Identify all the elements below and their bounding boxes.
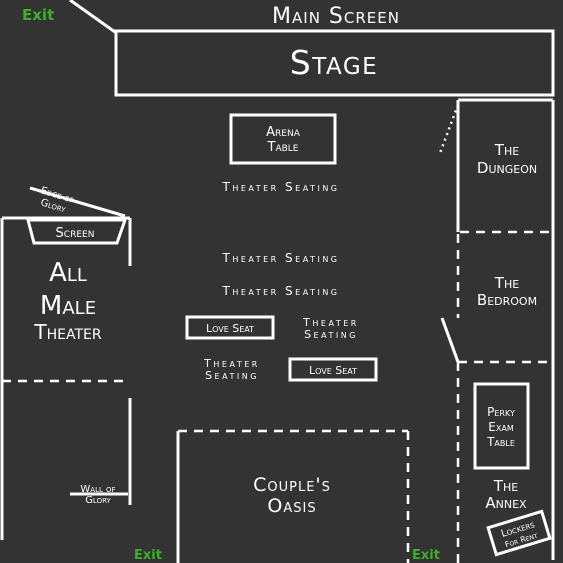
all-male-theater-line1: All	[49, 258, 87, 288]
theater-seating-row-3: Theater Seating	[221, 284, 339, 298]
perky-exam-table-line3: Table	[486, 435, 515, 449]
bedroom-line1: The	[494, 274, 519, 292]
edge-of-glory-wall	[29, 186, 126, 218]
couples-oasis-line2: Oasis	[267, 495, 316, 517]
theater-seating-stacked-left-line2: Seating	[205, 369, 259, 382]
dungeon-line2: Dungeon	[477, 159, 537, 177]
all-male-theater-line3: Theater	[33, 320, 101, 344]
stage-box	[114, 29, 555, 97]
exam-table-box	[473, 382, 530, 470]
screen-label: Screen	[56, 226, 95, 241]
love-seat-label-left: Love Seat	[206, 322, 254, 335]
exit-bottom-right: Exit	[412, 548, 440, 563]
exit-bottom-center: Exit	[134, 548, 162, 563]
wall-of-glory-line2: Glory	[85, 495, 111, 506]
dungeon-line1: The	[494, 141, 519, 159]
perky-exam-table-line1: Perky	[487, 405, 515, 419]
all-male-theater-line2: Male	[40, 291, 96, 321]
dungeon-dotted-door	[438, 104, 460, 154]
love-seat-box-left	[185, 315, 275, 340]
bedroom-line2: Bedroom	[477, 291, 537, 309]
theater-seating-row-1: Theater Seating	[221, 180, 339, 194]
arena-table-box	[229, 113, 337, 165]
couples-oasis-line1: Couple's	[253, 474, 331, 496]
annex-line2: Annex	[485, 494, 527, 512]
wall-of-glory-line1: Wall of	[80, 484, 115, 495]
stage-label: Stage	[290, 43, 378, 82]
love-seat-label-right: Love Seat	[309, 364, 357, 377]
theater-seating-stacked-right-line2: Seating	[304, 328, 358, 341]
love-seat-box-right	[288, 357, 378, 382]
perky-exam-table-line2: Exam	[488, 420, 514, 434]
exit-top-left: Exit	[22, 6, 54, 24]
theater-seating-row-2: Theater Seating	[221, 251, 339, 265]
screen-box	[26, 218, 128, 245]
wall-top-left-diagonal	[69, 0, 116, 34]
bedroom-diagonal-wall	[440, 317, 460, 363]
theater-seating-stacked-right-line1: Theater	[302, 316, 359, 329]
arena-table-label-line2: Table	[267, 140, 299, 155]
main-screen-label: Main Screen	[272, 4, 400, 29]
theater-seating-stacked-left-line1: Theater	[203, 357, 260, 370]
arena-table-label-line1: Arena	[266, 125, 301, 140]
annex-line1: The	[493, 477, 518, 495]
lockers-box	[486, 509, 552, 557]
